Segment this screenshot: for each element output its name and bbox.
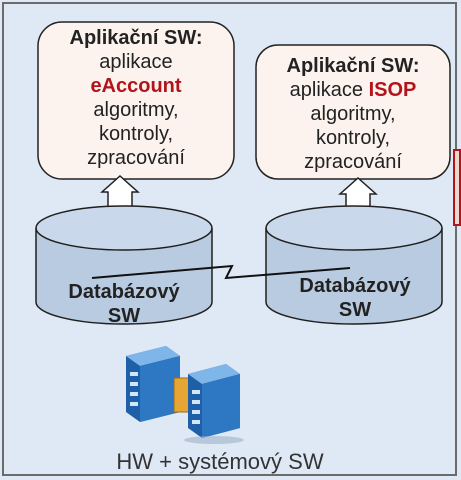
diagram-frame: [2, 2, 457, 476]
right-app-prefix-text: aplikace: [289, 79, 364, 101]
right-database-cylinder: [265, 205, 443, 325]
lightning-link-icon: [91, 264, 351, 280]
hardware-caption: HW + systémový SW: [116, 449, 324, 474]
left-app-box: [37, 21, 235, 180]
right-db-label: Databázový SW: [272, 274, 438, 322]
left-app-highlight: eAccount: [90, 75, 182, 97]
right-app-highlight: ISOP: [368, 79, 417, 101]
left-db-label: Databázový SW: [40, 280, 208, 328]
left-app-box-text: Aplikační SW: aplikace eAccount algoritm…: [40, 26, 232, 170]
right-app-box-text: Aplikační SW: aplikace ISOP algoritmy, k…: [258, 54, 448, 174]
right-app-box: [255, 44, 451, 180]
left-app-title: Aplikační SW:: [69, 27, 203, 49]
right-app-title: Aplikační SW:: [286, 55, 420, 77]
edge-red-shape: [453, 149, 461, 226]
left-db-line2: SW: [107, 305, 141, 327]
right-db-line2: SW: [338, 299, 372, 321]
right-app-line-kontroly: kontroly,: [315, 127, 391, 149]
left-app-line-prefix: aplikace: [99, 51, 173, 73]
left-app-line-kontroly: kontroly,: [98, 123, 174, 145]
server-rack-icon: [126, 346, 244, 444]
right-app-line-algoritmy: algoritmy,: [310, 103, 396, 125]
right-db-line1: Databázový: [299, 275, 411, 297]
left-app-line-algoritmy: algoritmy,: [93, 99, 179, 121]
left-app-line-zpracovani: zpracování: [87, 147, 185, 169]
right-app-line-zpracovani: zpracování: [304, 151, 402, 173]
right-app-line-prefix: aplikace ISOP: [258, 78, 448, 102]
left-db-line1: Databázový: [68, 281, 180, 303]
